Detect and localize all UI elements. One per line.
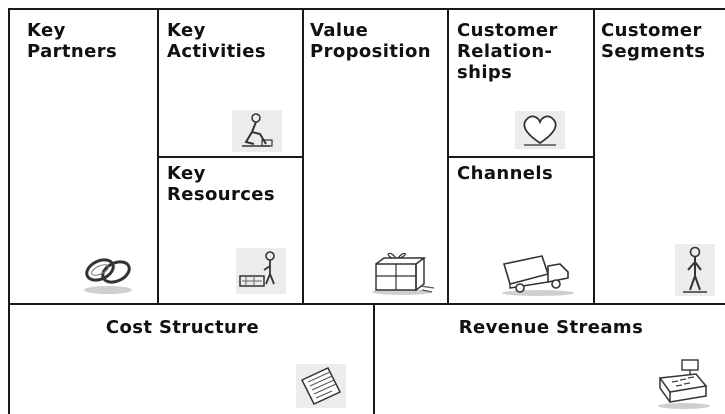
paper-bill-icon — [296, 364, 346, 408]
worker-icon — [232, 110, 282, 152]
block-title-key-activities: Key Activities — [167, 20, 266, 62]
cash-register-icon — [652, 356, 712, 410]
block-key-resources: Key Resources — [157, 156, 302, 305]
gift-box-icon — [368, 250, 438, 296]
block-customer-relationships: Customer Relation- ships — [447, 8, 593, 158]
block-key-partners: Key Partners — [8, 8, 157, 305]
block-title-channels: Channels — [457, 163, 554, 184]
block-key-activities: Key Activities — [157, 8, 302, 158]
block-title-cost-structure: Cost Structure — [105, 317, 260, 338]
block-customer-segments: Customer Segments — [593, 8, 725, 305]
block-title-customer-relationships: Customer Relation- ships — [457, 20, 558, 83]
block-value-proposition: Value Proposition — [302, 8, 447, 305]
block-cost-structure: Cost Structure — [8, 305, 373, 414]
truck-icon — [498, 250, 578, 296]
block-revenue-streams: Revenue Streams — [373, 305, 725, 414]
heart-icon — [515, 111, 565, 149]
block-title-customer-segments: Customer Segments — [601, 20, 706, 62]
block-title-revenue-streams: Revenue Streams — [458, 317, 644, 338]
block-title-value-proposition: Value Proposition — [310, 20, 431, 62]
block-title-key-partners: Key Partners — [27, 20, 118, 62]
person-icon — [675, 244, 715, 296]
person-with-resources-icon — [236, 248, 286, 294]
block-channels: Channels — [447, 156, 593, 305]
linked-rings-icon — [78, 250, 138, 296]
block-title-key-resources: Key Resources — [167, 163, 276, 205]
